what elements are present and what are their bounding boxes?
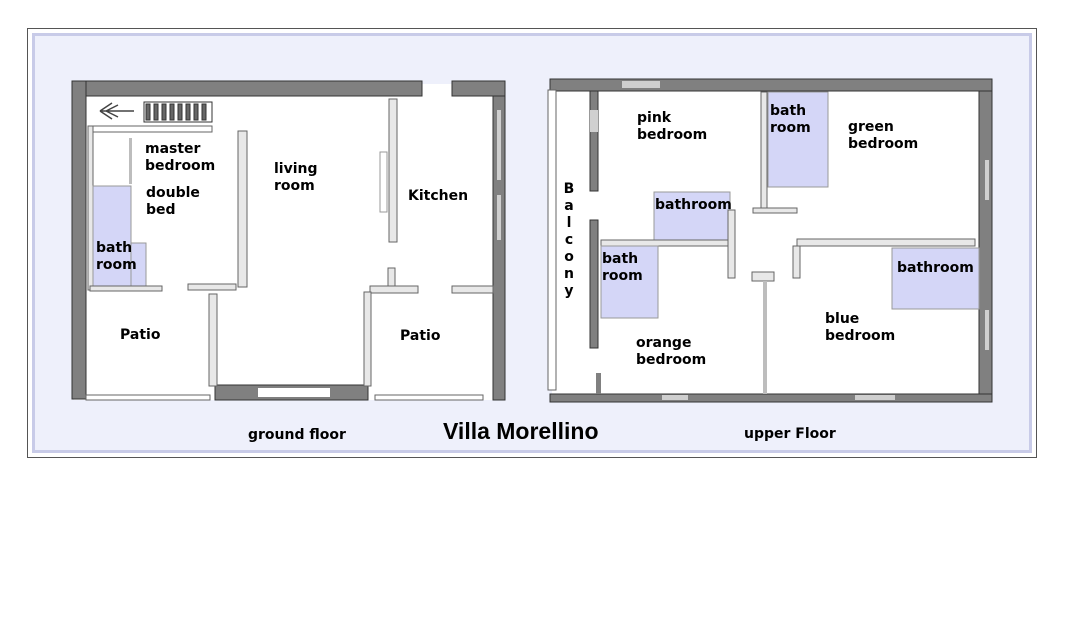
- upper-green-south-wall: [752, 207, 798, 214]
- upper-south-wall: [549, 393, 993, 403]
- ground-east-window-2: [497, 195, 501, 240]
- upper-balcony-rail: [547, 89, 557, 391]
- ground-kitchen-counter: [379, 151, 388, 213]
- ground-floor-plan: [71, 80, 506, 401]
- ground-bed-divider: [129, 138, 132, 184]
- staircase: [143, 101, 213, 123]
- upper-left-bathroom-fill: [600, 245, 659, 319]
- upper-east-window: [985, 160, 989, 200]
- ground-kitchen-south-wall: [369, 285, 419, 294]
- ground-kitchen-stub: [387, 267, 396, 287]
- ground-floor-area: [74, 84, 505, 400]
- upper-pink-west-wall: [589, 90, 599, 192]
- room-label-orange-bedroom: orange bedroom: [636, 335, 707, 368]
- ground-living-west-wall: [237, 130, 248, 288]
- ground-master-top-wall: [87, 125, 213, 133]
- room-label-blue-bedroom: blue bedroom: [825, 311, 896, 344]
- ground-north-wall: [71, 80, 423, 97]
- upper-mid-wall-right: [796, 238, 976, 247]
- room-label-double-bed: double bed: [146, 185, 200, 218]
- room-label-left-bathroom: bath room: [602, 251, 643, 284]
- room-label-right-bathroom: bathroom: [897, 260, 974, 276]
- ground-living-south-wall: [187, 283, 237, 291]
- room-label-patio-left: Patio: [120, 327, 161, 343]
- room-label-patio-right: Patio: [400, 328, 441, 344]
- ground-west-wall: [71, 80, 87, 400]
- stair-arrow-icon: [99, 102, 134, 120]
- ground-east-window: [497, 110, 501, 180]
- ground-master-west-wall: [87, 125, 94, 291]
- upper-hall-rail: [763, 281, 767, 394]
- upper-south-window-2: [855, 395, 895, 400]
- upper-blue-west-wall: [792, 245, 801, 279]
- room-label-living-room: living room: [274, 161, 318, 194]
- room-label-center-bathroom: bathroom: [655, 197, 732, 213]
- upper-right-bathroom-fill: [891, 247, 980, 310]
- ground-kitchen-west-wall: [388, 98, 398, 243]
- ground-patio-wall: [208, 293, 218, 387]
- room-label-green-bedroom: green bedroom: [848, 119, 919, 152]
- room-label-pink-bedroom: pink bedroom: [637, 110, 708, 143]
- ground-south-wall-left: [85, 394, 211, 401]
- ground-south-door: [258, 388, 330, 397]
- upper-orange-west-wall: [589, 219, 599, 349]
- ground-patio-right-wall: [363, 291, 372, 387]
- upper-east-wall: [978, 90, 993, 402]
- room-label-balcony: Balcony: [563, 181, 575, 299]
- upper-east-window-2: [985, 310, 989, 350]
- room-label-top-bathroom: bath room: [770, 103, 811, 136]
- caption-ground-floor: ground floor: [248, 427, 346, 443]
- upper-hall-post: [751, 271, 775, 282]
- upper-top-bathroom-fill: [767, 91, 829, 188]
- ground-kitchen-south-wall-2: [451, 285, 494, 294]
- ground-south-wall-right: [374, 394, 484, 401]
- upper-orange-stub: [596, 373, 601, 394]
- upper-center-wall: [727, 209, 736, 279]
- upper-green-west-wall: [760, 91, 768, 213]
- upper-pink-door: [590, 110, 598, 132]
- plan-title: Villa Morellino: [443, 418, 599, 444]
- upper-center-bathroom-fill: [653, 191, 731, 241]
- room-label-kitchen: Kitchen: [408, 188, 469, 204]
- upper-north-wall: [549, 78, 993, 92]
- upper-south-window: [662, 395, 688, 400]
- upper-mid-wall-left: [600, 239, 730, 247]
- ground-east-wall: [492, 95, 506, 401]
- ground-bathroom-fill: [92, 185, 132, 287]
- caption-upper-floor: upper Floor: [744, 426, 836, 442]
- upper-north-window: [622, 81, 660, 88]
- room-label-master-bedroom: master bedroom: [145, 141, 216, 174]
- ground-master-south-wall: [89, 285, 163, 292]
- ground-north-wall-right: [451, 80, 506, 97]
- room-label-ground-bathroom: bath room: [96, 240, 137, 273]
- upper-floor-plan: [547, 78, 993, 403]
